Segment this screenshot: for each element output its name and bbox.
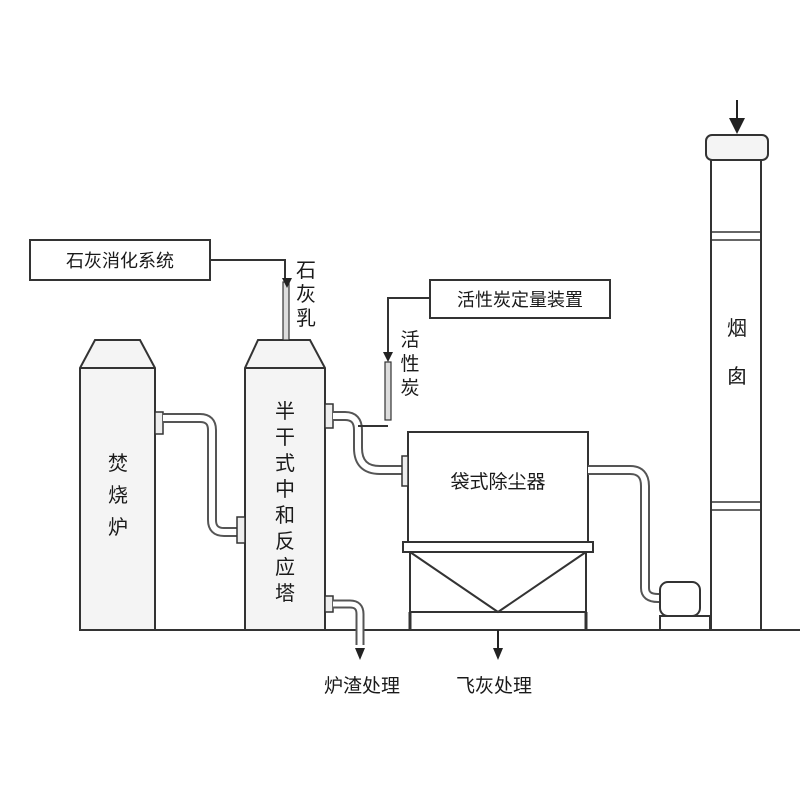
induced-draft-fan <box>659 581 711 631</box>
lime-milk-label: 石灰乳 <box>296 258 316 330</box>
activated-carbon-label: 活性炭 <box>400 329 419 399</box>
pipe-reactor-bagfilter <box>333 411 402 475</box>
v-lime-text: 石灰乳 <box>296 258 316 330</box>
fly-ash-arrow <box>493 648 503 660</box>
carbon-feed-line <box>387 297 430 356</box>
activated-carbon-dosing-label: 活性炭定量装置 <box>457 290 583 311</box>
lime-feed-line <box>210 259 286 282</box>
slag-outlet-pipe <box>333 599 365 645</box>
pipe-bagfilter-chimney <box>588 465 690 603</box>
chimney <box>705 134 769 631</box>
incinerator-label: 焚烧炉 <box>108 451 128 539</box>
v-incin-text: 焚烧炉 <box>108 451 128 539</box>
lime-feed-pipe <box>282 281 290 341</box>
bag-filter <box>401 431 594 630</box>
slag-treatment-label: 炉渣处理 <box>324 675 400 697</box>
slag-arrow <box>355 648 365 660</box>
pipe-incinerator-reactor <box>163 413 242 537</box>
reactor-label: 半干式中和反应塔 <box>275 399 295 605</box>
lime-slaking-box <box>29 239 211 281</box>
activated-carbon-dosing-box <box>429 279 611 319</box>
fly-ash-treatment-label: 飞灰处理 <box>456 675 532 697</box>
lime-slaking-label: 石灰消化系统 <box>66 251 174 272</box>
v-chim-text: 烟囱 <box>727 316 747 388</box>
incinerator <box>79 339 164 631</box>
v-carbon-text: 活性炭 <box>400 329 419 399</box>
chimney-label: 烟囱 <box>727 316 747 388</box>
bag-filter-label: 袋式除尘器 <box>450 471 545 493</box>
carbon-feed-pipe <box>384 361 392 421</box>
v-reactor-text: 半干式中和反应塔 <box>275 399 295 605</box>
